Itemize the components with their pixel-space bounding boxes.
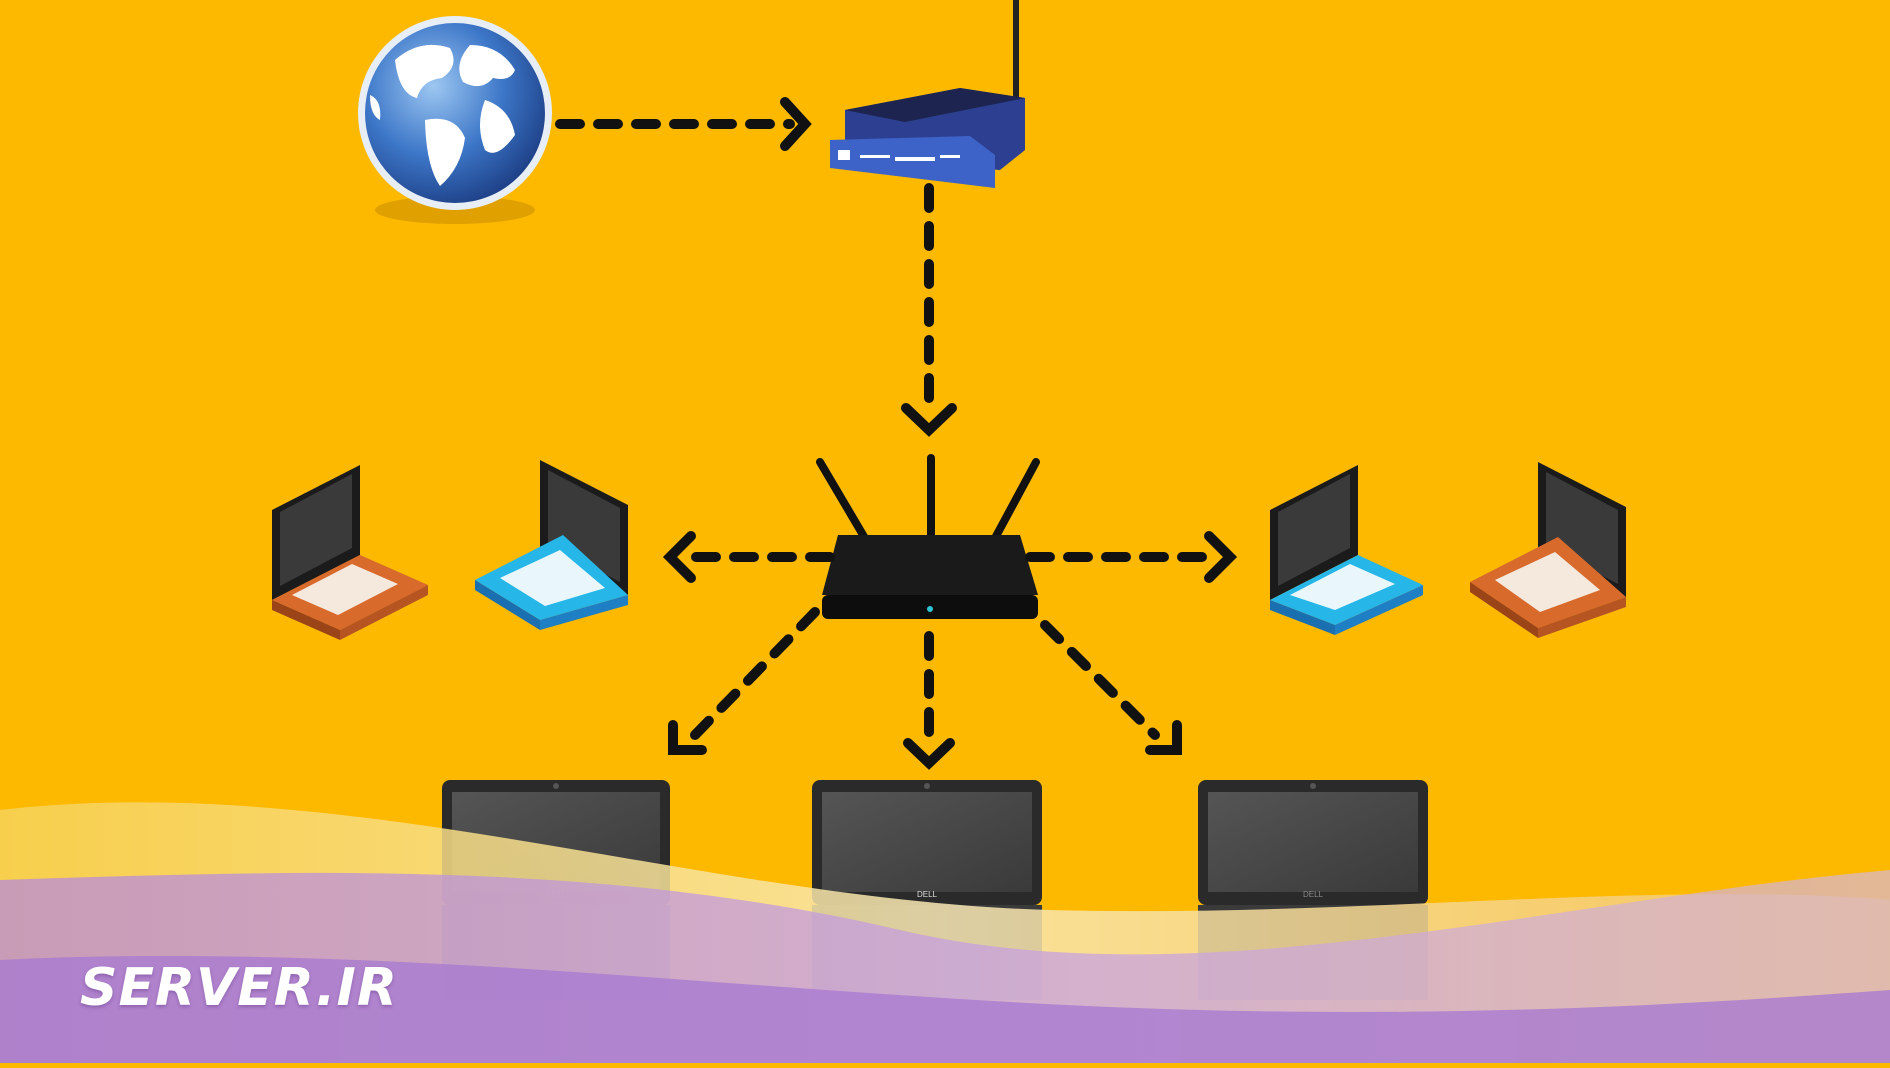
arrow-router-to-bottom-left: [690, 607, 820, 740]
arrow-head-right: [1204, 531, 1238, 583]
arrow-router-to-bottom-right: [1040, 620, 1160, 740]
laptop-brand-label: DELL: [917, 890, 938, 899]
arrows: [555, 97, 1238, 770]
brand-text: SERVER.IR: [80, 958, 398, 1018]
blue-router-icon: [830, 0, 1025, 188]
wireless-router-icon: [816, 454, 1040, 619]
isometric-laptop-icon: [272, 465, 428, 640]
isometric-laptop-icon: [1270, 465, 1423, 635]
arrow-head-bottom-left: [668, 720, 707, 755]
decorative-waves: [0, 802, 1890, 1063]
isometric-laptop-icon: [1470, 462, 1626, 638]
arrow-head-modem: [780, 97, 812, 151]
brand-logo: SERVER.IR: [72, 958, 472, 1028]
arrow-head-bottom-center: [903, 738, 955, 770]
arrow-head-bottom-right: [1145, 720, 1182, 755]
isometric-laptop-icon: [475, 460, 628, 630]
globe-icon: [358, 16, 552, 224]
arrow-head-router: [901, 403, 957, 437]
laptop-brand-label: DELL: [1303, 890, 1324, 899]
arrow-head-left: [662, 531, 696, 583]
